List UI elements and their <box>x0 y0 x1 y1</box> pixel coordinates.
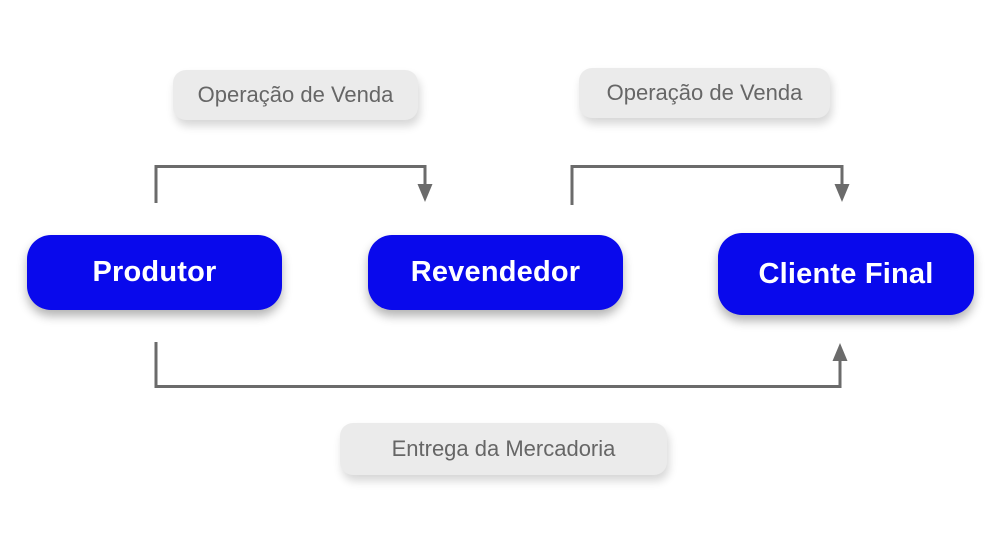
label-text: Operação de Venda <box>197 82 394 107</box>
label-text: Operação de Venda <box>606 80 803 105</box>
node-produtor: Produtor <box>27 235 282 310</box>
arrow-produtor-to-revendedor <box>154 165 427 203</box>
arrowhead-down-cliente-final <box>834 184 850 202</box>
arrowhead-up-cliente-final <box>832 343 848 361</box>
node-label: Revendedor <box>410 256 581 288</box>
label-entrega-da-mercadoria: Entrega da Mercadoria <box>340 423 667 475</box>
node-revendedor: Revendedor <box>368 235 623 310</box>
label-operacao-de-venda-1: Operação de Venda <box>173 70 418 120</box>
node-label: Cliente Final <box>758 257 934 290</box>
arrow-revendedor-to-cliente-final <box>570 165 844 205</box>
label-operacao-de-venda-2: Operação de Venda <box>579 68 830 118</box>
node-cliente-final: Cliente Final <box>718 233 974 315</box>
arrowhead-down-revendedor <box>417 184 433 202</box>
node-label: Produtor <box>92 256 217 288</box>
label-text: Entrega da Mercadoria <box>391 436 616 461</box>
arrow-produtor-to-cliente-final-delivery <box>154 342 842 388</box>
